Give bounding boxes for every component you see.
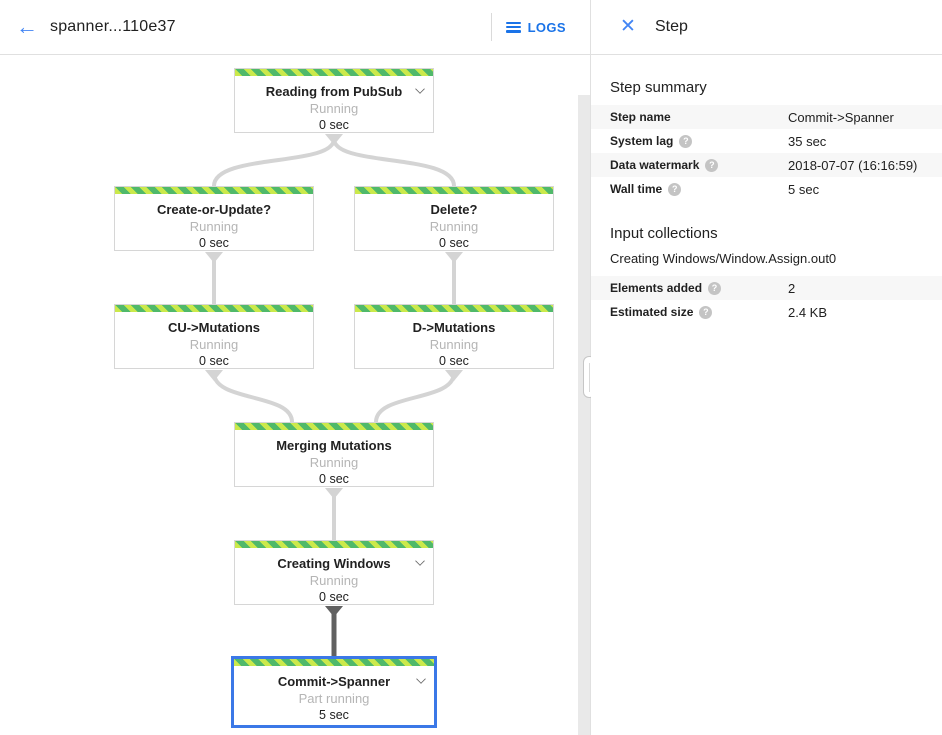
node-time: 0 sec bbox=[439, 236, 469, 250]
node-time: 0 sec bbox=[199, 354, 229, 368]
node-time: 5 sec bbox=[319, 708, 349, 722]
help-icon[interactable]: ? bbox=[699, 305, 713, 319]
node-title: Commit->Spanner bbox=[277, 674, 391, 689]
graph-vertical-scrollbar[interactable] bbox=[578, 95, 590, 735]
running-stripe bbox=[115, 305, 313, 312]
node-status: Running bbox=[309, 101, 359, 116]
node-time: 0 sec bbox=[199, 236, 229, 250]
node-status: Part running bbox=[298, 691, 370, 706]
node-status: Running bbox=[309, 455, 359, 470]
running-stripe bbox=[234, 659, 434, 666]
table-row: Step name Commit->Spanner bbox=[591, 105, 942, 129]
running-stripe bbox=[115, 187, 313, 194]
row-value: 2.4 KB bbox=[788, 304, 828, 320]
node-status: Running bbox=[189, 337, 239, 352]
row-label: Wall time bbox=[610, 182, 663, 196]
topbar-divider bbox=[490, 13, 492, 41]
help-icon[interactable]: ? bbox=[679, 134, 693, 148]
graph-node-delete[interactable]: Delete? Running 0 sec bbox=[354, 186, 554, 251]
row-label: Estimated size bbox=[610, 305, 694, 319]
graph-node-creating-windows[interactable]: Creating Windows Running 0 sec bbox=[234, 540, 434, 605]
help-icon[interactable]: ? bbox=[668, 182, 682, 196]
arrowhead-dark bbox=[325, 606, 343, 617]
table-row: Elements added? 2 bbox=[591, 276, 942, 300]
running-stripe bbox=[235, 423, 433, 430]
node-title: Create-or-Update? bbox=[156, 202, 272, 217]
graph-node-create-or-update[interactable]: Create-or-Update? Running 0 sec bbox=[114, 186, 314, 251]
back-arrow-icon[interactable]: ← bbox=[10, 10, 44, 44]
graph-node-cu-mutations[interactable]: CU->Mutations Running 0 sec bbox=[114, 304, 314, 369]
graph-edges bbox=[205, 134, 463, 659]
table-row: System lag? 35 sec bbox=[591, 129, 942, 153]
step-details-panel: ✕ Step Step summary Step name Commit->Sp… bbox=[591, 0, 942, 735]
node-title: Delete? bbox=[430, 202, 478, 217]
graph-node-commit-spanner-selected[interactable]: Commit->Spanner Part running 5 sec bbox=[231, 656, 437, 728]
job-title: spanner...110e37 bbox=[50, 18, 176, 35]
row-value: 5 sec bbox=[788, 181, 820, 197]
node-title: D->Mutations bbox=[412, 320, 496, 335]
table-row: Wall time? 5 sec bbox=[591, 177, 942, 201]
logs-button-label: LOGS bbox=[527, 19, 566, 35]
input-collection-name: Creating Windows/Window.Assign.out0 bbox=[610, 251, 837, 266]
graph-node-merging-mutations[interactable]: Merging Mutations Running 0 sec bbox=[234, 422, 434, 487]
logs-button[interactable]: LOGS bbox=[505, 10, 566, 44]
top-bar: ← spanner...110e37 LOGS bbox=[0, 0, 590, 55]
node-status: Running bbox=[429, 219, 479, 234]
node-title: Creating Windows bbox=[277, 556, 391, 571]
node-time: 0 sec bbox=[439, 354, 469, 368]
table-row: Estimated size? 2.4 KB bbox=[591, 300, 942, 324]
arrowhead bbox=[325, 134, 343, 145]
step-panel-header: ✕ Step bbox=[591, 0, 942, 55]
row-value: Commit->Spanner bbox=[788, 109, 894, 125]
running-stripe bbox=[235, 541, 433, 548]
arrowhead bbox=[445, 370, 463, 381]
edge-cumutations-merging bbox=[212, 371, 294, 424]
node-status: Running bbox=[189, 219, 239, 234]
row-label: Step name bbox=[610, 110, 671, 124]
node-title: CU->Mutations bbox=[167, 320, 261, 335]
help-icon[interactable]: ? bbox=[708, 281, 722, 295]
node-title: Merging Mutations bbox=[276, 438, 392, 453]
row-label: Elements added bbox=[610, 281, 703, 295]
arrowhead bbox=[445, 252, 463, 263]
node-status: Running bbox=[429, 337, 479, 352]
row-value: 2018-07-07 (16:16:59) bbox=[788, 157, 918, 173]
chevron-down-icon[interactable] bbox=[416, 85, 424, 93]
help-icon[interactable]: ? bbox=[705, 158, 719, 172]
arrowhead bbox=[325, 488, 343, 499]
job-graph-panel[interactable]: Reading from PubSub Running 0 sec Create… bbox=[0, 55, 590, 735]
table-row: Data watermark? 2018-07-07 (16:16:59) bbox=[591, 153, 942, 177]
running-stripe bbox=[355, 305, 553, 312]
edge-dmutations-merging bbox=[374, 371, 456, 424]
node-time: 0 sec bbox=[319, 590, 349, 604]
chevron-down-icon[interactable] bbox=[417, 675, 425, 683]
close-icon[interactable]: ✕ bbox=[611, 10, 645, 44]
row-value: 35 sec bbox=[788, 133, 827, 149]
edge-pubsub-delete bbox=[332, 137, 456, 188]
node-time: 0 sec bbox=[319, 118, 349, 132]
input-collections-table: Elements added? 2 Estimated size? 2.4 KB bbox=[591, 276, 942, 324]
step-summary-heading: Step summary bbox=[610, 79, 707, 96]
arrowhead bbox=[205, 252, 223, 263]
step-panel-title: Step bbox=[655, 18, 688, 35]
step-summary-table: Step name Commit->Spanner System lag? 35… bbox=[591, 105, 942, 201]
running-stripe bbox=[355, 187, 553, 194]
edge-pubsub-createorupdate bbox=[212, 137, 336, 188]
running-stripe bbox=[235, 69, 433, 76]
row-value: 2 bbox=[788, 280, 796, 296]
logs-list-icon bbox=[505, 21, 521, 33]
graph-node-reading-from-pubsub[interactable]: Reading from PubSub Running 0 sec bbox=[234, 68, 434, 133]
row-label: Data watermark bbox=[610, 158, 700, 172]
input-collections-heading: Input collections bbox=[610, 225, 718, 242]
graph-node-d-mutations[interactable]: D->Mutations Running 0 sec bbox=[354, 304, 554, 369]
arrowhead bbox=[205, 370, 223, 381]
row-label: System lag bbox=[610, 134, 674, 148]
node-status: Running bbox=[309, 573, 359, 588]
node-title: Reading from PubSub bbox=[265, 84, 403, 99]
chevron-down-icon[interactable] bbox=[416, 557, 424, 565]
node-time: 0 sec bbox=[319, 472, 349, 486]
